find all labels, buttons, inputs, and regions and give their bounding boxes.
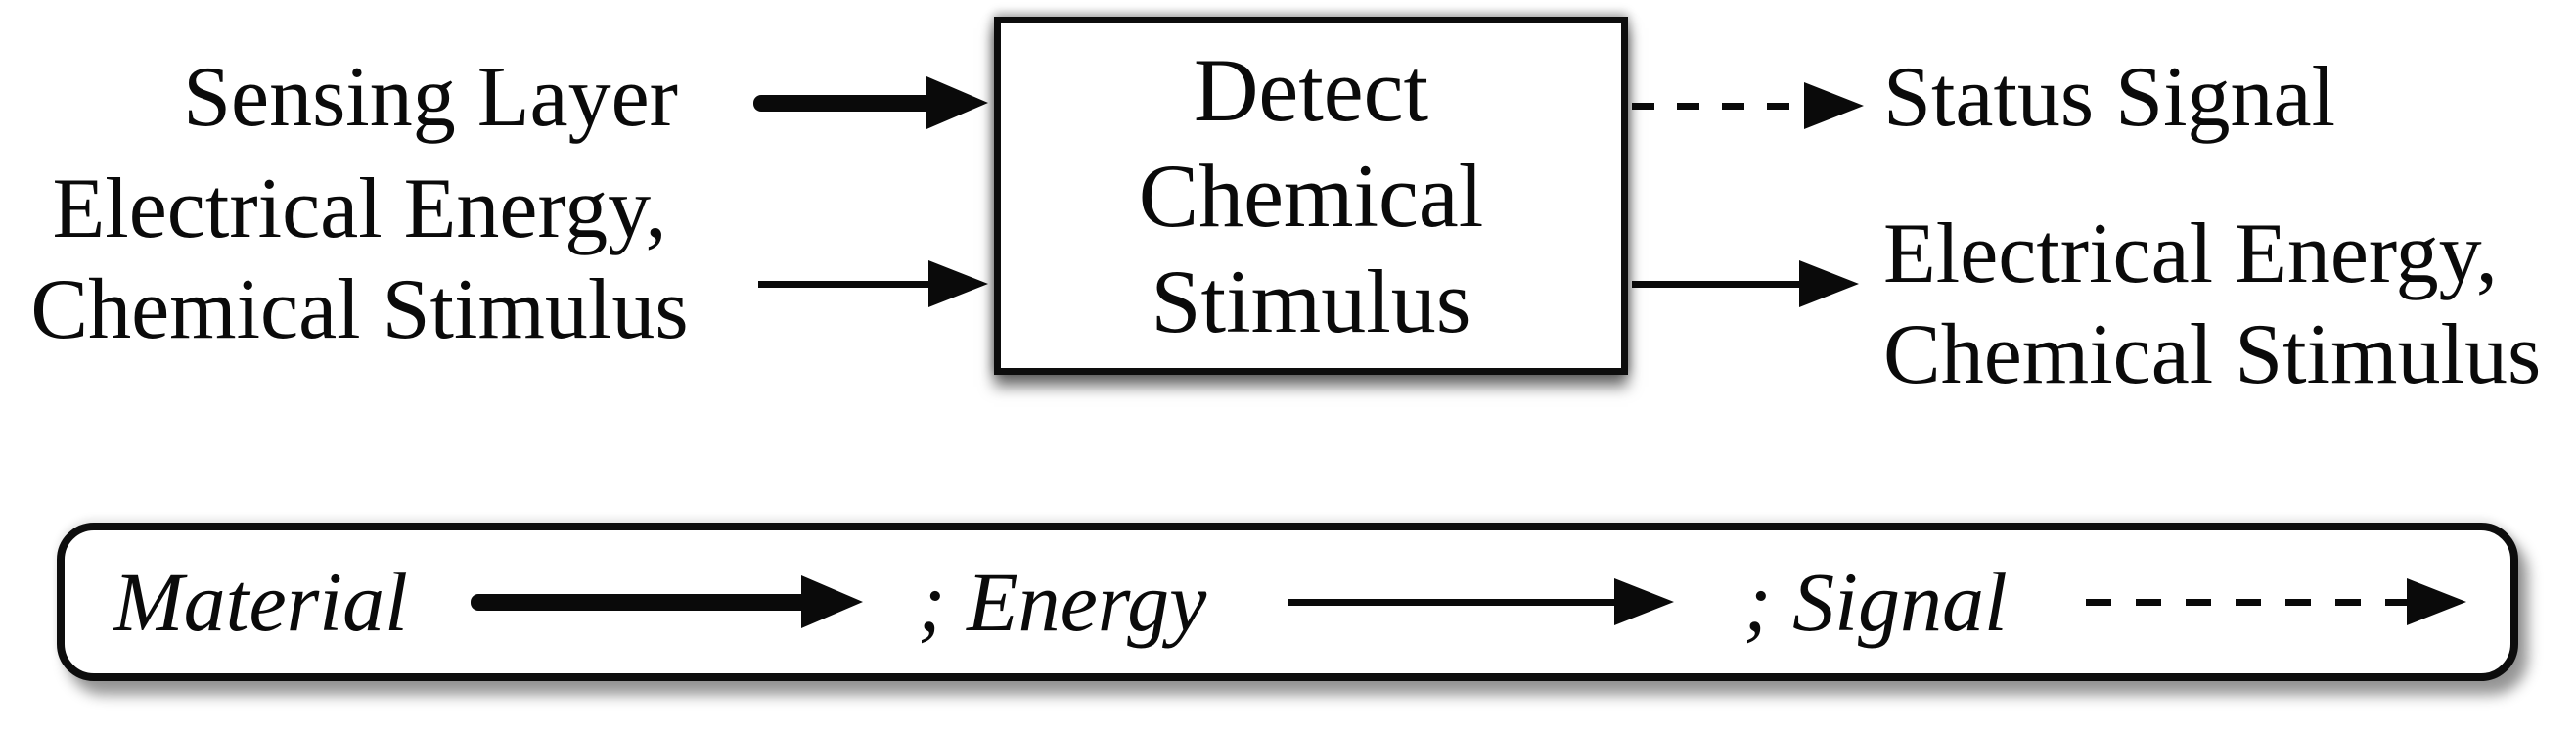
thin-arrow-shaft — [1288, 598, 1614, 606]
function-box-line-3: Stimulus — [1151, 252, 1471, 351]
thick-arrow-shaft — [753, 94, 926, 112]
status-signal-output-label: Status Signal — [1883, 50, 2336, 145]
function-box-line-2: Chemical — [1138, 146, 1484, 246]
output-flow-line-2: Chemical Stimulus — [1883, 307, 2542, 402]
sensing-layer-input-label: Sensing Layer — [183, 50, 678, 145]
input-flow-line-1: Electrical Energy, — [52, 161, 667, 256]
output-flows-label: Electrical Energy, Chemical Stimulus — [1883, 204, 2541, 405]
energy-output-arrow — [1632, 260, 1859, 307]
material-input-arrow — [753, 76, 988, 129]
thin-arrow-shaft — [758, 280, 928, 288]
function-box-line-1: Detect — [1193, 40, 1429, 140]
arrowhead-icon — [926, 76, 988, 129]
output-flow-line-1: Electrical Energy, — [1883, 206, 2498, 301]
input-flows-label: Electrical Energy, Chemical Stimulus — [0, 159, 719, 360]
arrowhead-icon — [1614, 578, 1674, 625]
thin-arrow-shaft — [1632, 280, 1799, 288]
dashed-arrow-shaft — [1632, 102, 1804, 110]
legend-material-label: Material — [113, 555, 408, 649]
thick-arrow-shaft — [471, 593, 801, 611]
legend-energy-arrow — [1288, 578, 1674, 625]
dashed-arrow-shaft — [2086, 598, 2407, 606]
legend-energy-label: ; Energy — [918, 555, 1207, 649]
energy-input-arrow — [758, 260, 988, 307]
legend-box: Material ; Energy ; Signal — [57, 523, 2518, 681]
legend-signal-arrow — [2086, 578, 2466, 625]
input-flow-line-2: Chemical Stimulus — [30, 262, 689, 357]
arrowhead-icon — [928, 260, 988, 307]
detect-chemical-stimulus-box: Detect Chemical Stimulus — [994, 17, 1628, 375]
legend-signal-label: ; Signal — [1743, 555, 2008, 649]
arrowhead-icon — [1804, 82, 1864, 129]
arrowhead-icon — [801, 575, 863, 628]
arrowhead-icon — [2407, 578, 2466, 625]
signal-output-arrow — [1632, 82, 1864, 129]
arrowhead-icon — [1799, 260, 1859, 307]
legend-material-arrow — [471, 575, 863, 628]
